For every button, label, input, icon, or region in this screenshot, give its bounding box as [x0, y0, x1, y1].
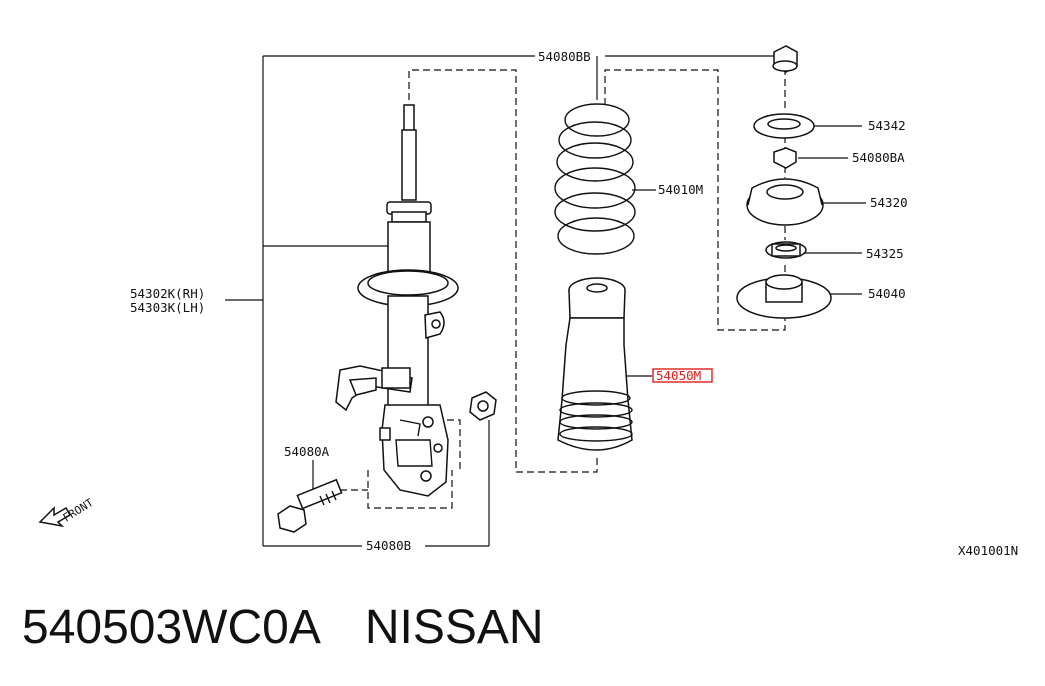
reference-lines [225, 55, 866, 547]
label-front: FRONT [61, 496, 96, 525]
label-54080BB: 54080BB [538, 49, 591, 64]
label-54325: 54325 [866, 246, 904, 261]
part-caption: 540503WC0A NISSAN [22, 598, 1022, 658]
knuckle-bolt [277, 478, 343, 533]
label-bound-bumper: 54050M [656, 368, 701, 383]
coil-spring [554, 103, 636, 255]
label-54080A: 54080A [284, 444, 330, 459]
figure-code: X401001N [958, 543, 1018, 558]
highlight-box [652, 368, 713, 383]
parts-diagram: 54080BB 54302K(RH) 54303K(LH) 54010M 540… [38, 45, 1019, 558]
brand-name: NISSAN [364, 601, 544, 654]
label-54320: 54320 [870, 195, 908, 210]
front-arrow [38, 506, 72, 528]
label-strut-rh: 54302K(RH) [130, 286, 205, 301]
label-54040: 54040 [868, 286, 906, 301]
label-54342: 54342 [868, 118, 906, 133]
label-strut-lh: 54303K(LH) [130, 300, 205, 315]
part-number: 540503WC0A [22, 601, 321, 654]
label-54080BA: 54080BA [852, 150, 905, 165]
upper-mount-stack [736, 45, 832, 319]
label-coil-spring: 54010M [658, 182, 703, 197]
label-54080B: 54080B [366, 538, 411, 553]
knuckle-nut [469, 391, 497, 421]
callout-labels: 54080BB 54302K(RH) 54303K(LH) 54010M 540… [61, 49, 1019, 558]
strut-assembly [335, 104, 459, 497]
bound-bumper [557, 277, 633, 451]
